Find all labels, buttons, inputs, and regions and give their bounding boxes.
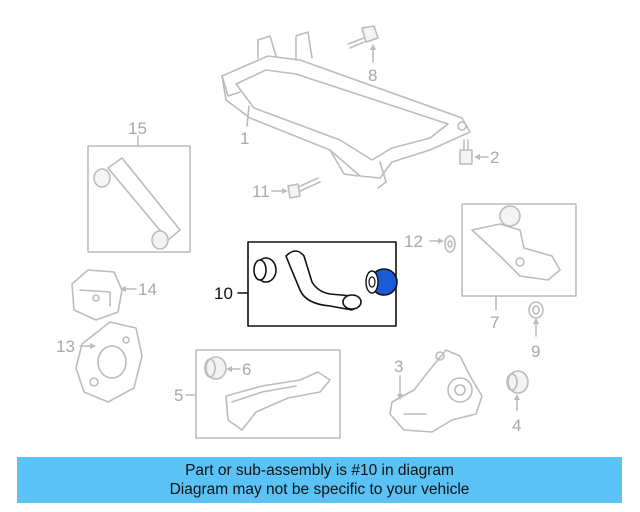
callout-10[interactable]: 10 (214, 284, 233, 303)
bushing-part-6[interactable] (204, 356, 227, 380)
bushing-highlight[interactable] (365, 268, 398, 296)
callout-3[interactable]: 3 (394, 357, 403, 376)
callout-5[interactable]: 5 (174, 386, 183, 405)
banner-line-2: Diagram may not be specific to your vehi… (169, 481, 470, 498)
callout-4[interactable]: 4 (512, 416, 521, 435)
callout-2[interactable]: 2 (490, 148, 499, 167)
mount-part-14[interactable] (71, 269, 123, 321)
callout-7[interactable]: 7 (490, 313, 499, 332)
callout-6[interactable]: 6 (242, 360, 251, 379)
part-15-box (87, 145, 191, 253)
part-7-box (461, 203, 577, 297)
banner-line-1: Part or sub-assembly is #10 in diagram (185, 462, 454, 479)
lower-arm-part-7[interactable] (471, 205, 561, 281)
callout-15[interactable]: 15 (128, 119, 147, 138)
callout-13[interactable]: 13 (56, 337, 75, 356)
subframe-part-1[interactable] (221, 31, 471, 189)
callout-11[interactable]: 11 (252, 182, 270, 201)
control-arm-part-10[interactable] (253, 250, 362, 311)
bolt-part-11[interactable] (287, 177, 321, 199)
callout-14[interactable]: 14 (138, 280, 157, 299)
link-part-15[interactable] (93, 157, 181, 250)
trailing-arm-part-5[interactable] (225, 371, 331, 431)
callout-9[interactable]: 9 (531, 342, 540, 361)
bolt-part-2[interactable] (459, 139, 473, 165)
bracket-part-13[interactable] (75, 321, 143, 403)
bushing-part-4[interactable] (506, 370, 529, 394)
info-banner: Part or sub-assembly is #10 in diagram D… (17, 457, 622, 503)
callout-12[interactable]: 12 (404, 232, 423, 251)
washer-part-9[interactable] (528, 301, 544, 319)
knuckle-part-3[interactable] (389, 349, 483, 433)
callout-8[interactable]: 8 (368, 66, 377, 85)
bolt-part-8[interactable] (347, 25, 379, 49)
callout-1[interactable]: 1 (240, 129, 249, 148)
part-5-box (195, 349, 341, 439)
washer-part-12[interactable] (444, 235, 456, 253)
